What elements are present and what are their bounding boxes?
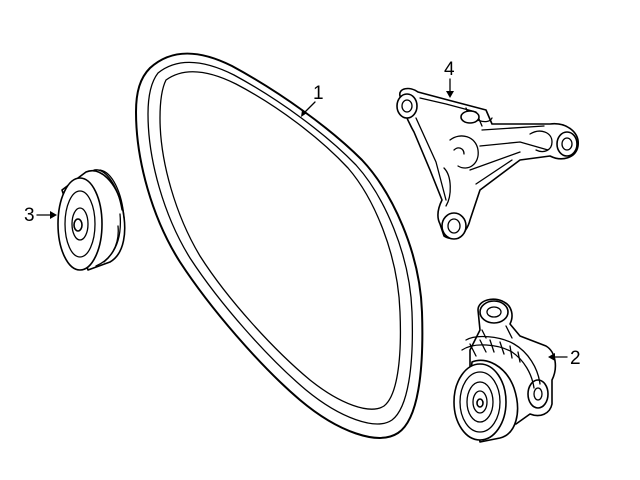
callout-3: 3 [24,205,57,226]
callout-3-arrowhead [50,211,57,219]
callout-4: 4 [444,59,455,98]
callout-4-number: 4 [444,59,455,80]
mounting-bracket [396,87,579,240]
callout-1-arrowhead [301,110,307,117]
callout-2-arrowhead [548,353,555,361]
callout-2-number: 2 [570,348,581,369]
callout-4-arrowhead [446,91,454,98]
serpentine-belt [135,52,424,439]
callout-1: 1 [301,83,324,117]
belt-tensioner [453,298,557,443]
callout-2: 2 [548,348,581,369]
callout-1-number: 1 [313,83,324,104]
callout-3-number: 3 [24,205,35,226]
idler-pulley [57,169,126,271]
